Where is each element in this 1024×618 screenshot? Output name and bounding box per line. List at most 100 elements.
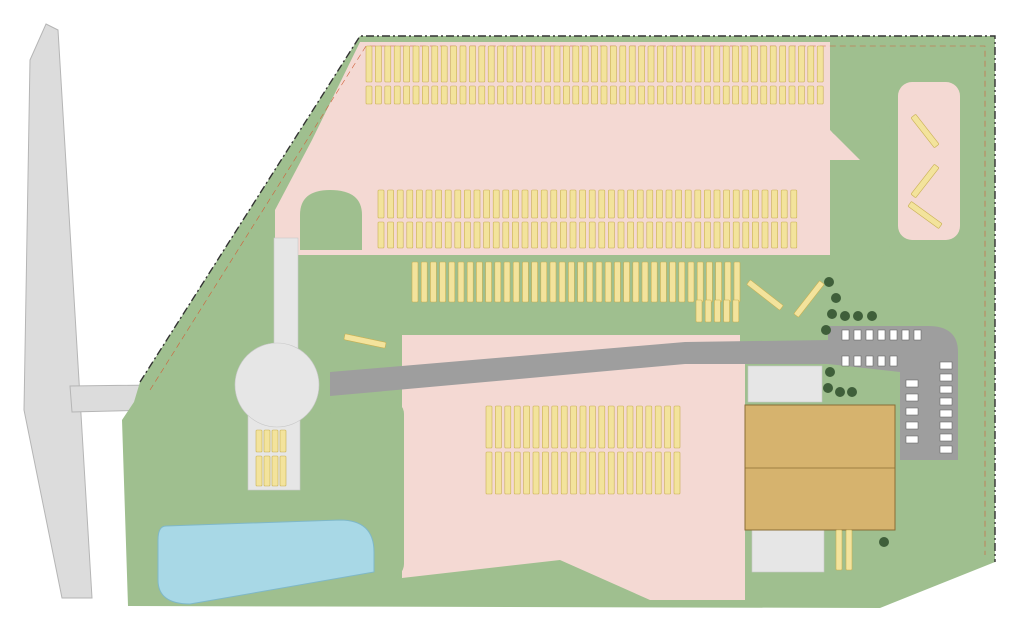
school-bus: [598, 189, 606, 219]
parked-car: [939, 373, 953, 382]
school-bus: [444, 221, 452, 249]
parked-car: [913, 329, 922, 341]
school-bus: [255, 455, 263, 487]
parked-car: [905, 435, 919, 444]
school-bus: [790, 221, 798, 249]
school-bus: [780, 189, 788, 219]
school-bus: [732, 221, 740, 249]
school-bus: [769, 85, 777, 105]
school-bus: [779, 85, 786, 105]
school-bus: [598, 405, 606, 449]
school-bus: [454, 189, 462, 219]
school-bus: [771, 221, 778, 249]
school-bus: [769, 45, 777, 83]
lot-entrance-south: [751, 529, 825, 573]
parked-car: [853, 329, 862, 341]
school-bus: [478, 85, 486, 105]
school-bus: [450, 45, 457, 83]
parked-car: [853, 355, 862, 367]
school-bus: [553, 85, 561, 105]
retention-pond: [157, 519, 375, 605]
school-bus: [589, 405, 596, 449]
school-bus: [694, 189, 702, 219]
school-bus: [684, 189, 692, 219]
parked-car: [865, 329, 874, 341]
school-bus: [560, 221, 567, 249]
school-bus: [422, 85, 429, 105]
school-bus: [435, 221, 442, 249]
school-bus: [665, 189, 673, 219]
school-bus: [495, 405, 502, 449]
parked-car: [905, 407, 919, 416]
school-bus: [669, 261, 676, 303]
school-bus: [572, 85, 580, 105]
school-bus: [450, 85, 457, 105]
school-bus: [579, 451, 587, 495]
school-bus: [627, 221, 634, 249]
school-bus: [476, 261, 483, 303]
school-bus: [406, 189, 414, 219]
school-bus: [497, 45, 504, 83]
school-bus: [457, 261, 465, 303]
school-bus: [393, 45, 401, 83]
school-bus: [403, 45, 410, 83]
school-bus: [673, 405, 681, 449]
school-bus: [551, 405, 559, 449]
school-bus: [733, 261, 741, 303]
school-bus: [553, 45, 561, 83]
tree: [835, 387, 845, 397]
school-bus: [531, 261, 538, 303]
school-bus: [550, 189, 558, 219]
school-bus: [816, 85, 824, 105]
lot-entrance-west: [747, 365, 823, 403]
school-bus: [540, 221, 548, 249]
school-bus: [723, 299, 730, 323]
school-bus: [807, 85, 815, 105]
school-bus: [675, 189, 682, 219]
school-bus: [431, 45, 439, 83]
school-bus: [425, 221, 433, 249]
school-bus: [704, 45, 711, 83]
school-bus: [589, 451, 596, 495]
school-bus: [646, 189, 654, 219]
maintenance-building: [744, 404, 896, 531]
school-bus: [525, 85, 533, 105]
school-bus: [440, 85, 448, 105]
school-bus: [422, 45, 429, 83]
tree: [825, 367, 835, 377]
school-bus: [600, 85, 608, 105]
school-bus: [444, 189, 452, 219]
school-bus: [439, 261, 446, 303]
building-roof: [744, 404, 896, 531]
school-bus: [365, 85, 373, 105]
tree: [840, 311, 850, 321]
school-bus: [534, 45, 542, 83]
parked-car: [939, 385, 953, 394]
school-bus: [464, 189, 471, 219]
school-bus: [263, 455, 271, 487]
school-bus: [506, 45, 514, 83]
school-bus: [540, 261, 548, 303]
school-bus: [623, 261, 630, 303]
school-bus: [665, 221, 673, 249]
paved-bus-yard: [275, 42, 960, 600]
school-bus: [732, 45, 739, 83]
east-lawn-island-south: [830, 162, 890, 256]
school-bus: [396, 189, 404, 219]
school-bus: [487, 45, 495, 83]
school-bus: [531, 189, 538, 219]
school-bus: [393, 85, 401, 105]
school-bus: [558, 261, 566, 303]
parked-car: [939, 445, 953, 454]
west-lawn-island: [300, 190, 362, 250]
school-bus: [713, 85, 721, 105]
school-bus: [714, 299, 721, 323]
school-bus: [521, 221, 529, 249]
school-bus: [760, 85, 768, 105]
school-bus: [586, 261, 594, 303]
school-bus: [790, 189, 798, 219]
school-bus: [492, 221, 500, 249]
parked-car: [877, 355, 886, 367]
school-bus: [411, 261, 419, 303]
school-bus: [377, 189, 385, 219]
